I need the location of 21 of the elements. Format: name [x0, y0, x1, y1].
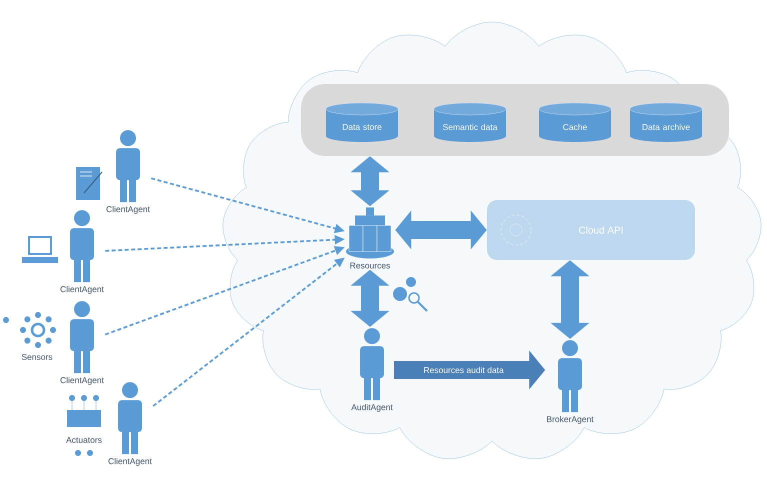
node-label: ClientAgent: [60, 376, 104, 385]
agent-figure: AuditAgent: [351, 328, 393, 412]
node-label: Resources: [350, 262, 390, 269]
node-label: ClientAgent: [60, 286, 104, 294]
database-cylinder: Data archive: [630, 102, 702, 142]
node-label: BrokerAgent: [547, 416, 594, 424]
database-cylinder: Data store: [326, 102, 398, 142]
database-cylinder: Cache: [538, 102, 612, 142]
agent-figure: BrokerAgent: [547, 340, 594, 424]
server-stack: Resources: [346, 207, 394, 269]
agent-figure: ClientAgent: [108, 382, 152, 466]
icon-label: Sensors: [22, 354, 52, 360]
agent-figure: ClientAgent: [60, 301, 104, 385]
node-label: ClientAgent: [106, 206, 150, 214]
node-label: AuditAgent: [351, 404, 393, 412]
agent-figure: ClientAgent: [60, 210, 104, 294]
node-label: ClientAgent: [108, 458, 152, 466]
database-cylinder: Semantic data: [434, 102, 506, 142]
api-box: Cloud API: [487, 200, 695, 260]
agent-figure: ClientAgent: [106, 130, 150, 214]
icon-label: Actuators: [66, 437, 102, 443]
